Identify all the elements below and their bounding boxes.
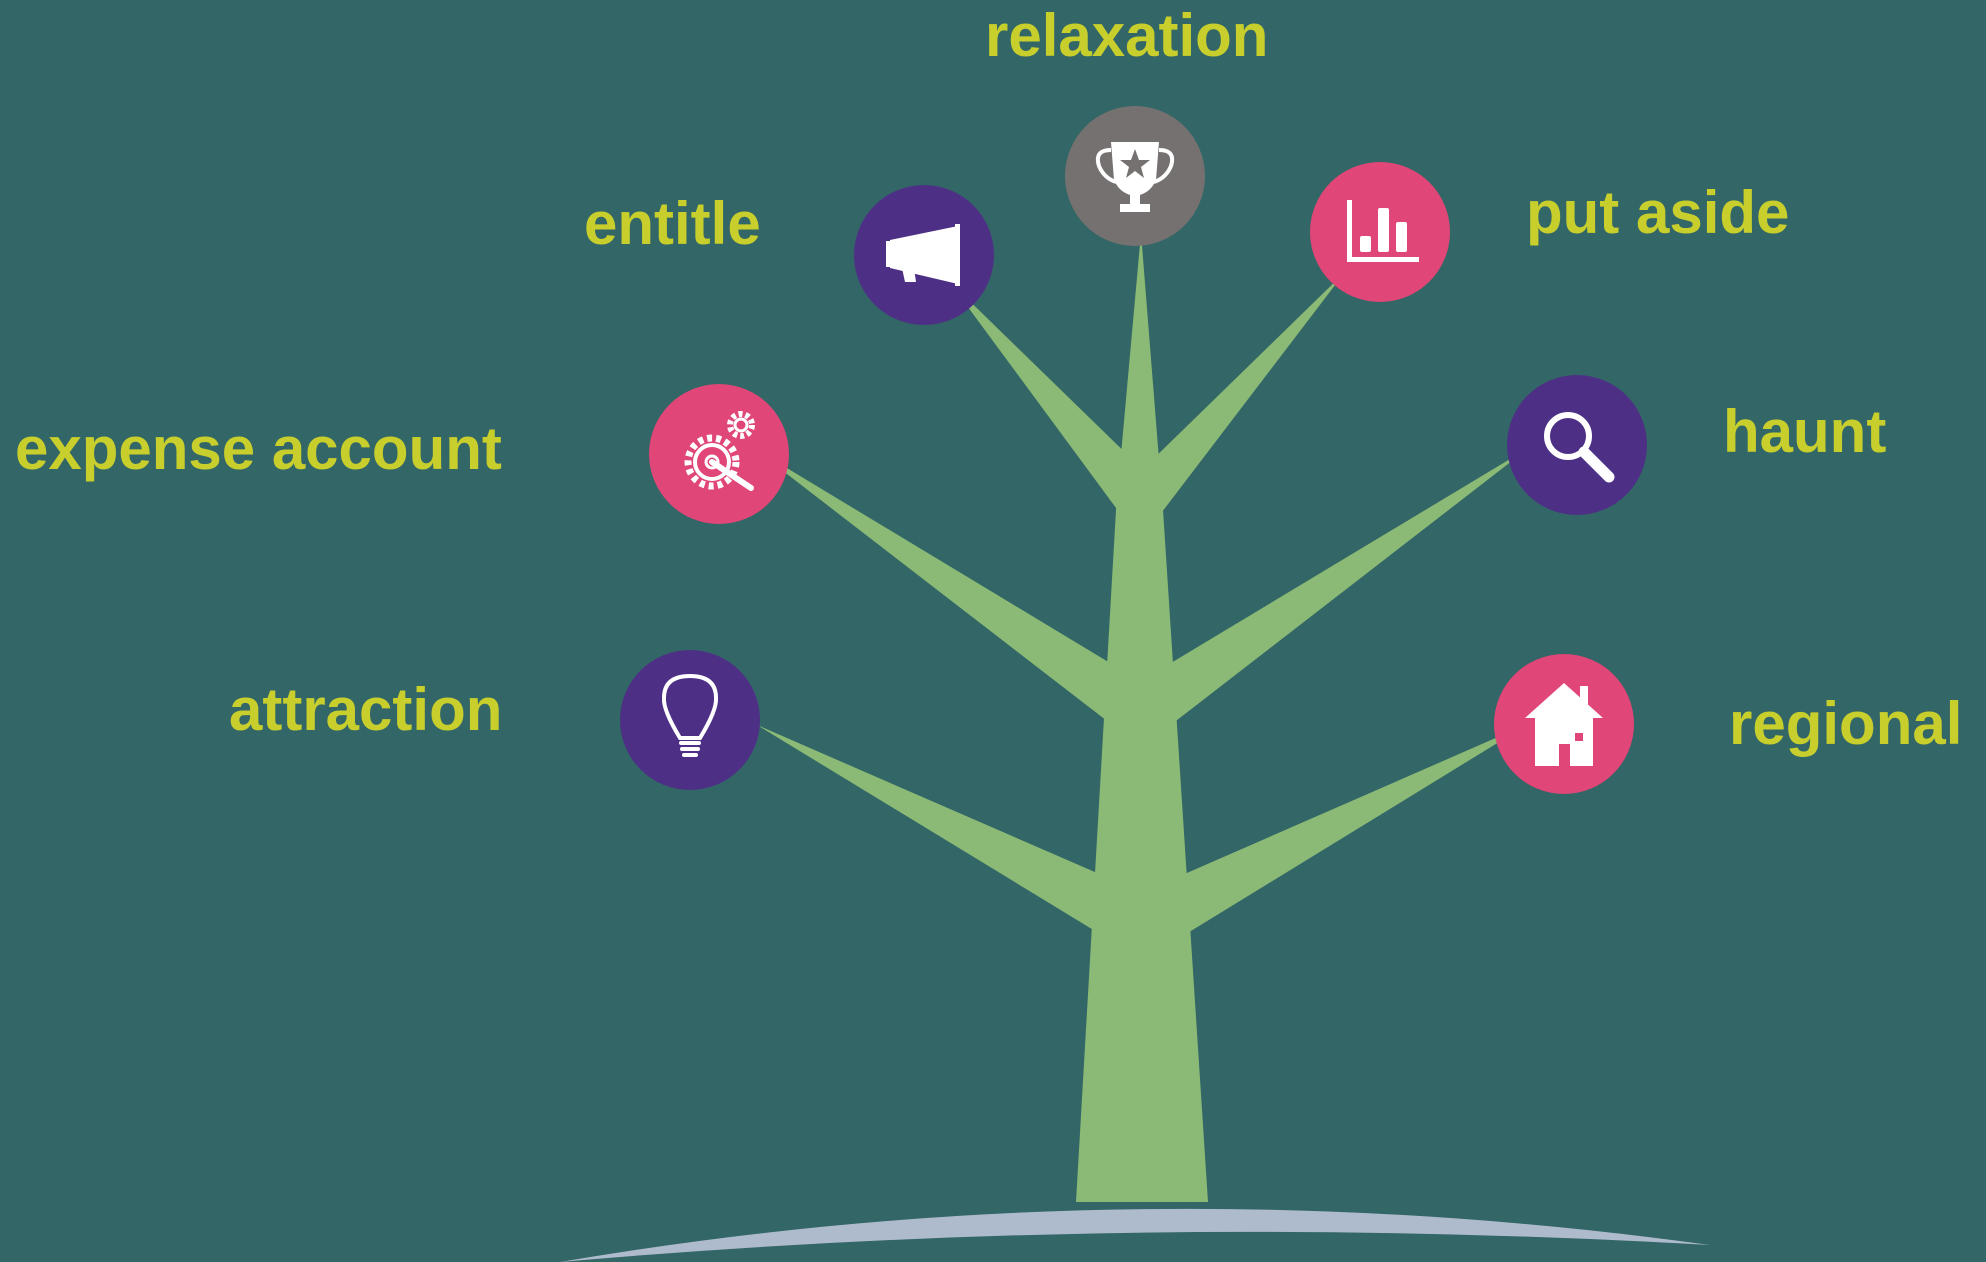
label-relaxation: relaxation <box>985 2 1269 69</box>
label-haunt: haunt <box>1723 398 1887 465</box>
node-relaxation <box>1065 106 1205 246</box>
branch-regional <box>1180 723 1530 934</box>
lightbulb-icon <box>661 673 719 757</box>
label-expense-account: expense account <box>15 415 502 482</box>
label-put-aside: put aside <box>1526 179 1790 246</box>
gears-wrench-icon <box>684 411 755 491</box>
label-regional: regional <box>1729 690 1963 757</box>
node-haunt <box>1507 375 1647 515</box>
trophy-icon <box>1095 142 1175 212</box>
branch-put-aside <box>1146 272 1345 512</box>
branch-haunt <box>1166 447 1530 724</box>
branch-entitle <box>948 280 1139 512</box>
search-icon <box>1544 412 1615 483</box>
label-attraction: attraction <box>229 676 503 743</box>
tree-trunk <box>1076 233 1208 1202</box>
node-circle-attraction <box>620 650 760 790</box>
node-attraction <box>620 650 760 790</box>
bar-chart-icon <box>1347 200 1419 262</box>
house-icon <box>1525 683 1603 766</box>
tree <box>752 233 1530 1202</box>
node-entitle <box>854 185 994 325</box>
megaphone-icon <box>886 224 960 286</box>
node-circle-expense-account <box>649 384 789 524</box>
ground <box>560 1208 1710 1262</box>
node-put-aside <box>1310 162 1450 302</box>
node-expense-account <box>649 384 789 524</box>
node-regional <box>1494 654 1634 794</box>
node-circle-haunt <box>1507 375 1647 515</box>
branch-expense-account <box>752 447 1115 724</box>
label-entitle: entitle <box>584 190 761 257</box>
branch-attraction <box>757 725 1104 934</box>
